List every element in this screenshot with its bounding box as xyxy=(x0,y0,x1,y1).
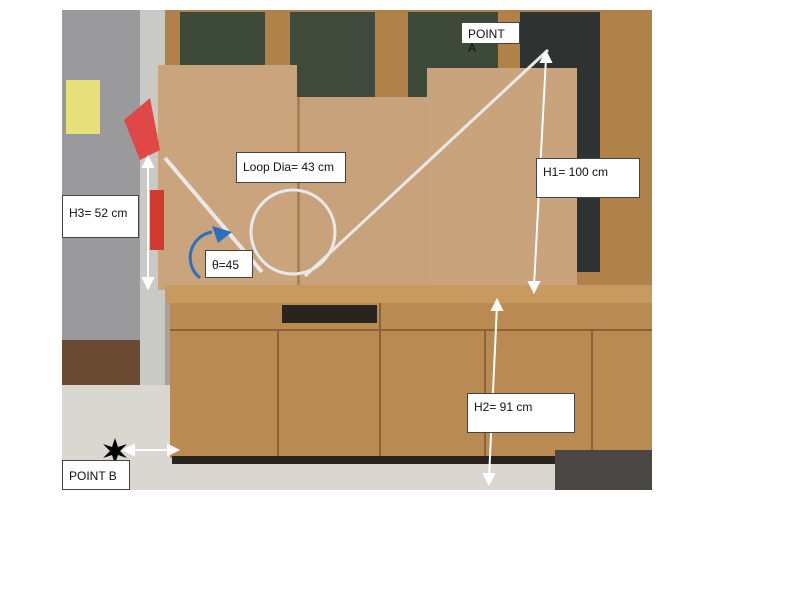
cardboard-panel xyxy=(300,97,430,285)
fire-extinguisher xyxy=(150,190,164,250)
drawer-opening xyxy=(282,305,377,323)
loop-diameter-label: Loop Dia= 43 cm xyxy=(236,152,346,183)
angle-arrow-icon xyxy=(212,226,232,243)
h3-label: H3= 52 cm xyxy=(62,195,139,238)
star-icon xyxy=(103,438,127,464)
h2-label: H2= 91 cm xyxy=(467,393,575,433)
wall-notice xyxy=(66,80,100,134)
red-sign xyxy=(124,98,160,160)
lower-cabinet xyxy=(170,303,652,458)
track xyxy=(163,48,550,278)
cabinet-base xyxy=(172,456,612,464)
dark-bench xyxy=(555,450,652,490)
point-b-label: POINT B xyxy=(62,460,130,490)
theta-label: θ=45 xyxy=(205,250,253,278)
countertop xyxy=(165,285,652,303)
baseboard xyxy=(62,340,147,385)
cabinet-dividers xyxy=(170,303,652,458)
h1-label: H1= 100 cm xyxy=(536,158,640,198)
point-a-label: POINT A xyxy=(461,22,520,55)
cabinet-window xyxy=(180,12,265,67)
cabinet-window xyxy=(290,12,375,97)
angle-arc xyxy=(188,230,213,280)
